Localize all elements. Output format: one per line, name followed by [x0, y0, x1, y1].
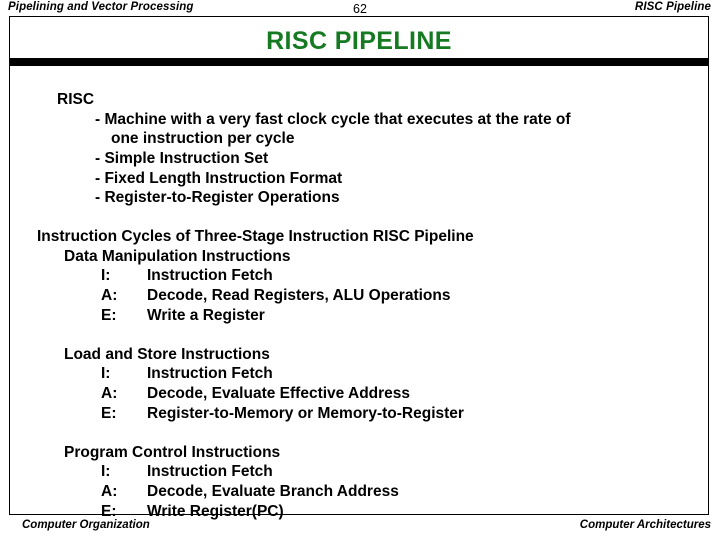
- group-0-stage-2: E: Write a Register: [101, 306, 265, 325]
- risc-heading: RISC: [57, 91, 95, 108]
- group-0-stage-1: A: Decode, Read Registers, ALU Operations: [101, 286, 450, 305]
- group-2-stage-2: E: Write Register(PC): [101, 502, 284, 521]
- header-course-title: Pipelining and Vector Processing: [8, 1, 194, 13]
- stage-desc: Instruction Fetch: [147, 267, 273, 284]
- group-1-heading: Load and Store Instructions: [64, 346, 270, 363]
- instruction-cycles-heading: Instruction Cycles of Three-Stage Instru…: [37, 228, 474, 245]
- stage-key: A:: [101, 483, 118, 500]
- stage-key: E:: [101, 405, 117, 422]
- group-2-stage-0: I: Instruction Fetch: [101, 462, 273, 481]
- risc-bullet-0: - Machine with a very fast clock cycle t…: [95, 111, 571, 128]
- group-0-stage-0: I: Instruction Fetch: [101, 266, 273, 285]
- header-topic-title: RISC Pipeline: [634, 1, 711, 13]
- stage-desc: Write a Register: [147, 307, 265, 324]
- group-2-heading: Program Control Instructions: [64, 444, 281, 461]
- group-2-stage-1: A: Decode, Evaluate Branch Address: [101, 482, 399, 501]
- stage-key: E:: [101, 503, 117, 520]
- stage-desc: Decode, Read Registers, ALU Operations: [147, 287, 451, 304]
- group-1-stage-2: E: Register-to-Memory or Memory-to-Regist…: [101, 404, 464, 423]
- risc-bullet-1: one instruction per cycle: [111, 130, 295, 147]
- header-page-number: 62: [353, 2, 367, 16]
- footer-left-label: Computer Organization: [22, 519, 150, 531]
- stage-key: E:: [101, 307, 117, 324]
- stage-key: I:: [101, 267, 111, 284]
- stage-desc: Decode, Evaluate Effective Address: [147, 385, 411, 402]
- slide-body: RISC - Machine with a very fast clock cy…: [10, 66, 708, 520]
- footer-right-label: Computer Architectures: [579, 519, 711, 531]
- title-divider-bar: [10, 58, 708, 66]
- group-1-stage-1: A: Decode, Evaluate Effective Address: [101, 384, 410, 403]
- stage-desc: Decode, Evaluate Branch Address: [147, 483, 399, 500]
- slide-running-header: Pipelining and Vector Processing 62 RISC…: [0, 0, 720, 18]
- stage-desc: Instruction Fetch: [147, 463, 273, 480]
- group-1-stage-0: I: Instruction Fetch: [101, 364, 273, 383]
- risc-bullet-4: - Register-to-Register Operations: [95, 189, 340, 206]
- stage-key: A:: [101, 385, 118, 402]
- slide-frame: RISC PIPELINE RISC - Machine with a very…: [9, 16, 709, 520]
- stage-key: I:: [101, 463, 111, 480]
- stage-key: A:: [101, 287, 118, 304]
- stage-desc: Register-to-Memory or Memory-to-Register: [147, 405, 464, 422]
- stage-desc: Write Register(PC): [147, 503, 284, 520]
- risc-bullet-2: - Simple Instruction Set: [95, 150, 269, 167]
- risc-bullet-3: - Fixed Length Instruction Format: [95, 170, 343, 187]
- stage-desc: Instruction Fetch: [147, 365, 273, 382]
- slide-running-footer: Computer Organization Computer Architect…: [0, 519, 720, 539]
- group-0-heading: Data Manipulation Instructions: [64, 248, 291, 265]
- stage-key: I:: [101, 365, 111, 382]
- page-title: RISC PIPELINE: [266, 27, 452, 55]
